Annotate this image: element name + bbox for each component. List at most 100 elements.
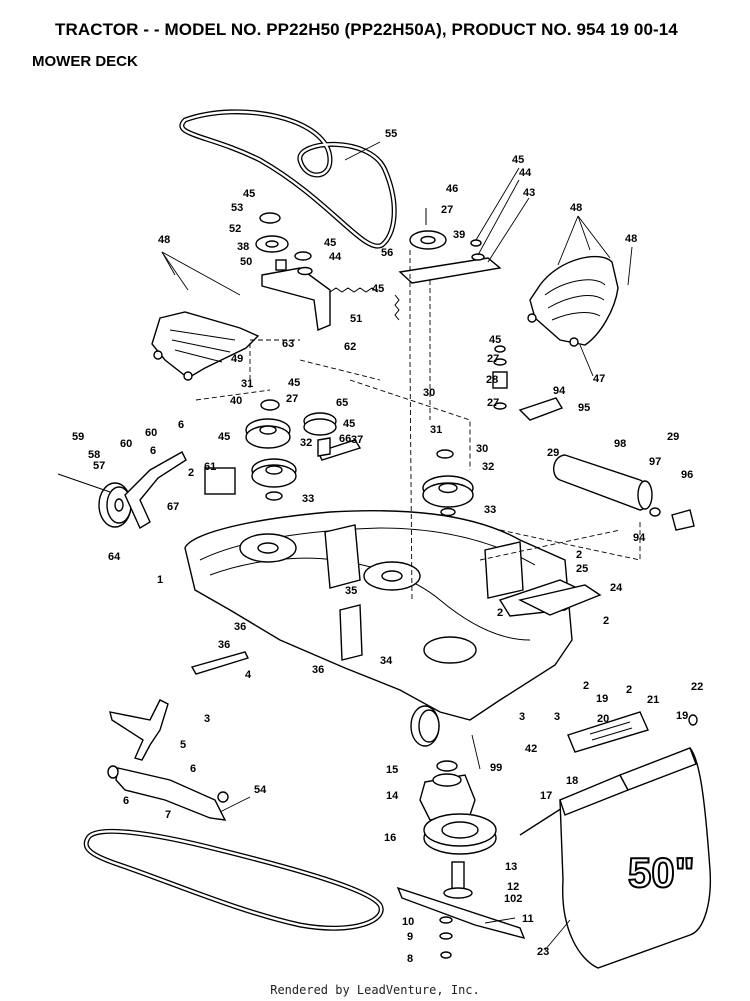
callout-18: 18 — [566, 775, 578, 787]
pulley-left — [245, 399, 362, 501]
callout-58: 58 — [88, 449, 100, 461]
callout-33: 33 — [302, 493, 314, 505]
leader-lines — [161, 141, 633, 951]
callout-53: 53 — [231, 202, 243, 214]
callout-27: 27 — [441, 204, 453, 216]
callout-66: 66 — [339, 433, 351, 445]
callout-61: 61 — [204, 461, 216, 473]
callout-45: 45 — [218, 431, 230, 443]
callout-8: 8 — [407, 953, 413, 965]
callout-48: 48 — [158, 234, 170, 246]
callout-7: 7 — [165, 809, 171, 821]
callout-35: 35 — [345, 585, 357, 597]
callout-95: 95 — [578, 402, 590, 414]
callout-36: 36 — [234, 621, 246, 633]
callout-60: 60 — [120, 438, 132, 450]
belt-cover-right-47 — [527, 255, 619, 347]
callout-60: 60 — [145, 427, 157, 439]
callout-2: 2 — [626, 684, 632, 696]
callout-64: 64 — [108, 551, 121, 563]
callout-5: 5 — [180, 739, 186, 751]
callout-45: 45 — [243, 188, 255, 200]
callout-29: 29 — [547, 447, 559, 459]
shield-size-label: 50" — [628, 849, 695, 896]
callout-63: 63 — [282, 338, 294, 350]
callout-67: 67 — [167, 501, 179, 513]
callout-25: 25 — [576, 563, 588, 575]
callout-27: 27 — [286, 393, 298, 405]
callout-32: 32 — [300, 437, 312, 449]
callout-38: 38 — [237, 241, 249, 253]
callout-9: 9 — [407, 931, 413, 943]
callout-21: 21 — [647, 694, 659, 706]
callout-51: 51 — [350, 313, 362, 325]
callout-11: 11 — [522, 913, 534, 925]
callout-37: 37 — [351, 434, 363, 446]
callout-3: 3 — [554, 711, 560, 723]
callout-48: 48 — [625, 233, 637, 245]
callout-36: 36 — [312, 664, 324, 676]
callout-23: 23 — [537, 946, 549, 958]
callout-2: 2 — [188, 467, 194, 479]
callout-2: 2 — [576, 549, 582, 561]
callout-19: 19 — [676, 710, 688, 722]
callout-50: 50 — [240, 256, 252, 268]
belt-54 — [83, 828, 384, 931]
callout-49: 49 — [231, 353, 243, 365]
callout-65: 65 — [336, 397, 348, 409]
callout-48: 48 — [570, 202, 582, 214]
callout-46: 46 — [446, 183, 458, 195]
gauge-wheel-left — [57, 451, 236, 530]
callout-97: 97 — [649, 456, 661, 468]
callout-14: 14 — [386, 790, 399, 802]
callout-27: 27 — [487, 397, 499, 409]
footer-credit: Rendered by LeadVenture, Inc. — [270, 983, 480, 997]
callout-19: 19 — [596, 693, 608, 705]
callout-45: 45 — [489, 334, 501, 346]
callout-31: 31 — [430, 424, 442, 436]
callout-22: 22 — [691, 681, 703, 693]
callout-6: 6 — [178, 419, 184, 431]
callout-34: 34 — [380, 655, 393, 667]
callout-52: 52 — [229, 223, 241, 235]
callout-10: 10 — [402, 916, 414, 928]
idler-assembly-right — [398, 208, 502, 284]
callout-42: 42 — [525, 743, 537, 755]
callout-6: 6 — [123, 795, 129, 807]
section-subtitle: MOWER DECK — [32, 53, 138, 70]
callout-45: 45 — [288, 377, 300, 389]
callout-29: 29 — [667, 431, 679, 443]
callout-30: 30 — [423, 387, 435, 399]
callout-59: 59 — [72, 431, 84, 443]
callout-57: 57 — [93, 460, 105, 472]
callout-6: 6 — [190, 763, 196, 775]
callout-47: 47 — [593, 373, 605, 385]
callout-16: 16 — [384, 832, 396, 844]
belt-cover-left-49 — [151, 311, 260, 381]
hanger-bracket-24 — [517, 584, 602, 616]
hidden-lines — [195, 250, 641, 601]
callout-45: 45 — [512, 154, 524, 166]
callout-1: 1 — [157, 574, 163, 586]
belt-55 — [179, 109, 397, 249]
callout-54: 54 — [254, 784, 267, 796]
callout-94: 94 — [553, 385, 566, 397]
callout-44: 44 — [329, 251, 342, 263]
idler-assembly-top — [255, 212, 400, 331]
callout-13: 13 — [505, 861, 517, 873]
callout-98: 98 — [614, 438, 626, 450]
pulley-right — [422, 345, 508, 517]
callout-30: 30 — [476, 443, 488, 455]
callout-40: 40 — [230, 395, 242, 407]
callout-62: 62 — [344, 341, 356, 353]
callout-3: 3 — [204, 713, 210, 725]
callout-2: 2 — [603, 615, 609, 627]
callout-2: 2 — [583, 680, 589, 692]
callout-45: 45 — [324, 237, 336, 249]
callout-12: 12 — [507, 881, 519, 893]
callout-94: 94 — [633, 532, 646, 544]
roller-assembly — [518, 397, 695, 531]
callout-31: 31 — [241, 378, 253, 390]
callout-96: 96 — [681, 469, 693, 481]
